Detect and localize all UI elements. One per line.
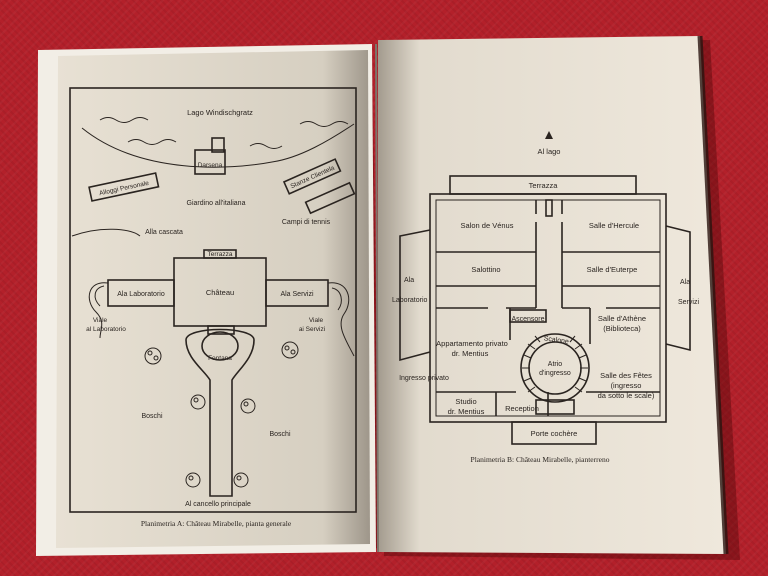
lake-label: Lago Windischgratz bbox=[187, 108, 253, 117]
fountain-drive bbox=[185, 328, 255, 497]
svg-text:(ingresso: (ingresso bbox=[611, 381, 642, 390]
svg-text:dr. Mentius: dr. Mentius bbox=[448, 407, 485, 416]
caption-a: Planimetria A: Château Mirabelle, pianta… bbox=[141, 519, 292, 528]
italian-garden-label: Giardino all'italiana bbox=[187, 200, 246, 207]
apartment-label: Appartamento privato bbox=[436, 339, 508, 348]
plan-a-frame bbox=[69, 87, 357, 513]
svg-text:Ala Servizi: Ala Servizi bbox=[280, 291, 314, 298]
north-arrow-icon bbox=[545, 131, 553, 139]
elevator-label: Ascensore bbox=[511, 316, 544, 323]
svg-text:ai Servizi: ai Servizi bbox=[299, 326, 325, 333]
porte-cochere bbox=[511, 421, 597, 445]
tennis-label: Campi di tennis bbox=[282, 219, 331, 226]
service-avenue bbox=[327, 282, 355, 357]
waterfall-label: Alla cascata bbox=[145, 229, 183, 236]
service-wing-a bbox=[265, 279, 329, 307]
service-wing-b bbox=[665, 225, 691, 352]
woods-left-label: Boschi bbox=[141, 413, 162, 420]
svg-text:Terrazza: Terrazza bbox=[208, 251, 233, 258]
fountain bbox=[201, 331, 239, 361]
salle-fetes-label: Salle des Fêtes bbox=[600, 371, 652, 380]
svg-text:(Biblioteca): (Biblioteca) bbox=[603, 324, 641, 333]
svg-text:Viale: Viale bbox=[309, 317, 324, 324]
svg-text:d'ingresso: d'ingresso bbox=[539, 370, 571, 377]
plan-b: Al lago Terrazza Ala Laboratorio Ala Ser… bbox=[392, 131, 699, 464]
stair-steps bbox=[522, 335, 588, 393]
svg-text:da sotto le scale): da sotto le scale) bbox=[598, 391, 655, 400]
dock-label: Darsena bbox=[198, 162, 223, 169]
lab-wing-b bbox=[399, 229, 431, 362]
svg-text:Ala: Ala bbox=[680, 279, 690, 286]
svg-text:Viale: Viale bbox=[93, 317, 108, 324]
svg-text:Fontana: Fontana bbox=[208, 355, 232, 362]
to-lake-label: Al lago bbox=[538, 147, 561, 156]
salle-euterpe-label: Salle d'Euterpe bbox=[587, 265, 638, 274]
svg-text:Laboratorio: Laboratorio bbox=[392, 297, 428, 304]
svg-text:Ala Laboratorio: Ala Laboratorio bbox=[117, 291, 165, 298]
right-page bbox=[378, 36, 726, 554]
study-label: Studio bbox=[455, 397, 476, 406]
svg-text:Terrazza: Terrazza bbox=[529, 181, 559, 190]
svg-text:Ala: Ala bbox=[404, 277, 414, 284]
salon-venus-label: Salon de Vénus bbox=[461, 221, 514, 230]
atrium-label: Atrio bbox=[548, 361, 563, 368]
salle-hercule-label: Salle d'Hercule bbox=[589, 221, 639, 230]
private-entrance-label: Ingresso privato bbox=[399, 375, 449, 382]
salle-athene-label: Salle d'Athène bbox=[598, 314, 646, 323]
dock-building bbox=[194, 149, 226, 175]
main-gate-label: Al cancello principale bbox=[185, 501, 251, 508]
svg-text:Château: Château bbox=[206, 288, 234, 297]
reception-label: Reception bbox=[505, 404, 539, 413]
waterfall-path bbox=[71, 228, 141, 237]
lab-avenue bbox=[88, 282, 109, 339]
staircase-label: Scalone bbox=[543, 335, 569, 345]
svg-text:al Laboratorio: al Laboratorio bbox=[86, 326, 126, 333]
svg-text:Servizi: Servizi bbox=[678, 299, 699, 306]
staircase bbox=[520, 333, 590, 403]
svg-text:dr. Mentius: dr. Mentius bbox=[452, 349, 489, 358]
woods-right-label: Boschi bbox=[269, 431, 290, 438]
left-page bbox=[56, 50, 370, 548]
caption-b: Planimetria B: Château Mirabelle, piante… bbox=[471, 455, 610, 464]
tree-icons bbox=[144, 341, 299, 488]
salottino-label: Salottino bbox=[471, 265, 500, 274]
svg-text:Porte cochère: Porte cochère bbox=[531, 429, 578, 438]
lake-waves bbox=[81, 117, 355, 168]
interior-walls bbox=[436, 199, 660, 416]
